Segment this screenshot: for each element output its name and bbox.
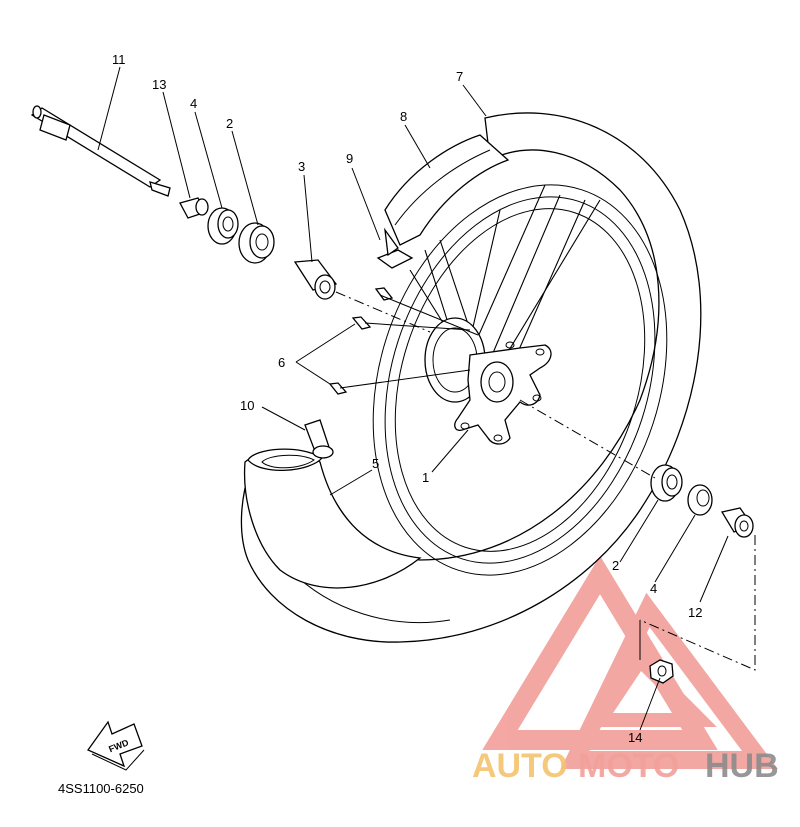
callout-14: 14 <box>628 730 642 745</box>
callout-7: 7 <box>456 69 463 84</box>
callout-4-right: 4 <box>650 581 657 596</box>
bearing-2-right <box>650 464 683 502</box>
tube-protector <box>376 227 414 269</box>
diagram-code: 4SS1100-6250 <box>58 781 144 796</box>
callout-8: 8 <box>400 109 407 124</box>
rim <box>372 184 668 576</box>
watermark-hub: HUB <box>705 747 779 785</box>
callout-12: 12 <box>688 605 702 620</box>
collar-13 <box>179 197 209 219</box>
callout-2-right: 2 <box>612 558 619 573</box>
callout-10: 10 <box>240 398 254 413</box>
hub <box>424 317 552 445</box>
callout-13: 13 <box>152 77 166 92</box>
callout-3: 3 <box>298 159 305 174</box>
callout-9: 9 <box>346 151 353 166</box>
callout-11: 11 <box>112 52 126 67</box>
callout-6: 6 <box>278 355 285 370</box>
spacer-3 <box>293 259 338 300</box>
oil-seal-4-right <box>687 484 713 516</box>
callout-2-left: 2 <box>226 116 233 131</box>
leader-lines <box>97 66 729 731</box>
axis-centerline <box>335 291 756 671</box>
watermark-text: AUTO MOTO HUB <box>472 747 779 785</box>
watermark-auto: AUTO <box>472 747 568 785</box>
bolts-6 <box>328 287 394 395</box>
callout-4-left: 4 <box>190 96 197 111</box>
callout-labels: 11 13 4 2 3 9 8 7 6 10 5 1 2 4 12 14 <box>112 52 702 745</box>
callout-1: 1 <box>422 470 429 485</box>
axle <box>30 105 171 197</box>
watermark-logo <box>482 555 778 769</box>
rim-band <box>384 134 510 246</box>
watermark-moto: MOTO <box>578 747 679 785</box>
oil-seal-4-left <box>207 207 239 245</box>
callout-5: 5 <box>372 456 379 471</box>
bearing-2-left <box>238 222 275 264</box>
fwd-arrow: FWD <box>87 720 145 771</box>
nut-14 <box>649 659 674 684</box>
collar-12 <box>720 507 754 538</box>
valve-10 <box>304 419 334 459</box>
